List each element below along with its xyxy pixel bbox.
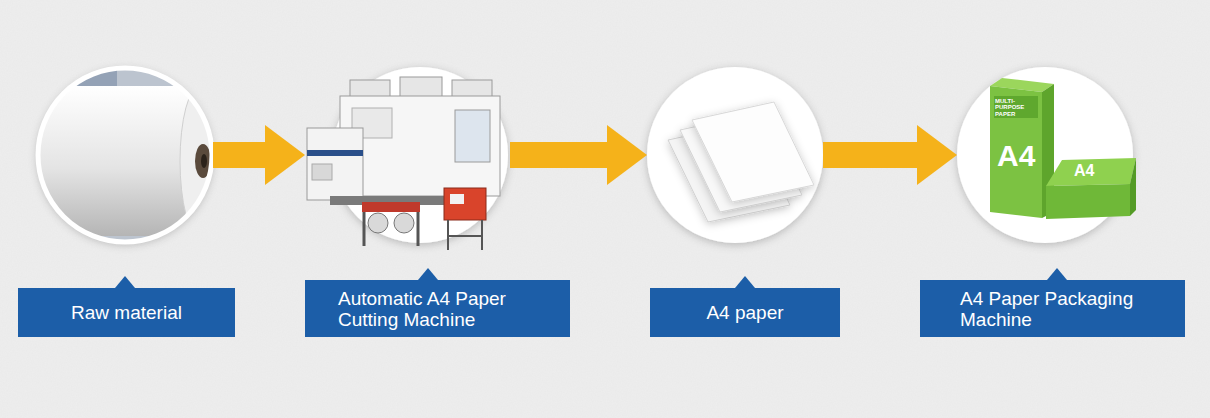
flow-arrow xyxy=(213,142,269,168)
step-label: Automatic A4 Paper Cutting Machine xyxy=(338,288,558,330)
cutting-machine-picture xyxy=(307,67,508,250)
package-print: A4 xyxy=(1074,163,1114,180)
process-step: A4 Paper Packaging Machine xyxy=(957,67,1133,243)
step-label: Raw material xyxy=(30,302,223,323)
step-label-box: A4 paper xyxy=(650,288,840,337)
paper-package-picture xyxy=(957,67,1136,243)
flow-arrow xyxy=(510,142,611,168)
label-pointer xyxy=(115,276,135,288)
flow-arrow xyxy=(823,142,921,168)
paper-sheets-picture xyxy=(647,67,823,243)
step-label-box: Automatic A4 Paper Cutting Machine xyxy=(305,280,570,337)
paper-roll-picture xyxy=(28,67,220,243)
step-label: A4 paper xyxy=(662,302,828,323)
process-step: Raw material xyxy=(37,67,213,243)
label-pointer xyxy=(735,276,755,288)
step-label-box: Raw material xyxy=(18,288,235,337)
label-pointer xyxy=(1047,268,1067,280)
step-label: A4 Paper Packaging Machine xyxy=(960,288,1173,330)
package-print: MULTI-PURPOSE PAPER xyxy=(995,98,1039,117)
step-label-box: A4 Paper Packaging Machine xyxy=(920,280,1185,337)
process-step: A4 paper xyxy=(647,67,823,243)
label-pointer xyxy=(418,268,438,280)
package-print: A4 xyxy=(997,140,1041,172)
process-step: Automatic A4 Paper Cutting Machine xyxy=(305,67,510,243)
